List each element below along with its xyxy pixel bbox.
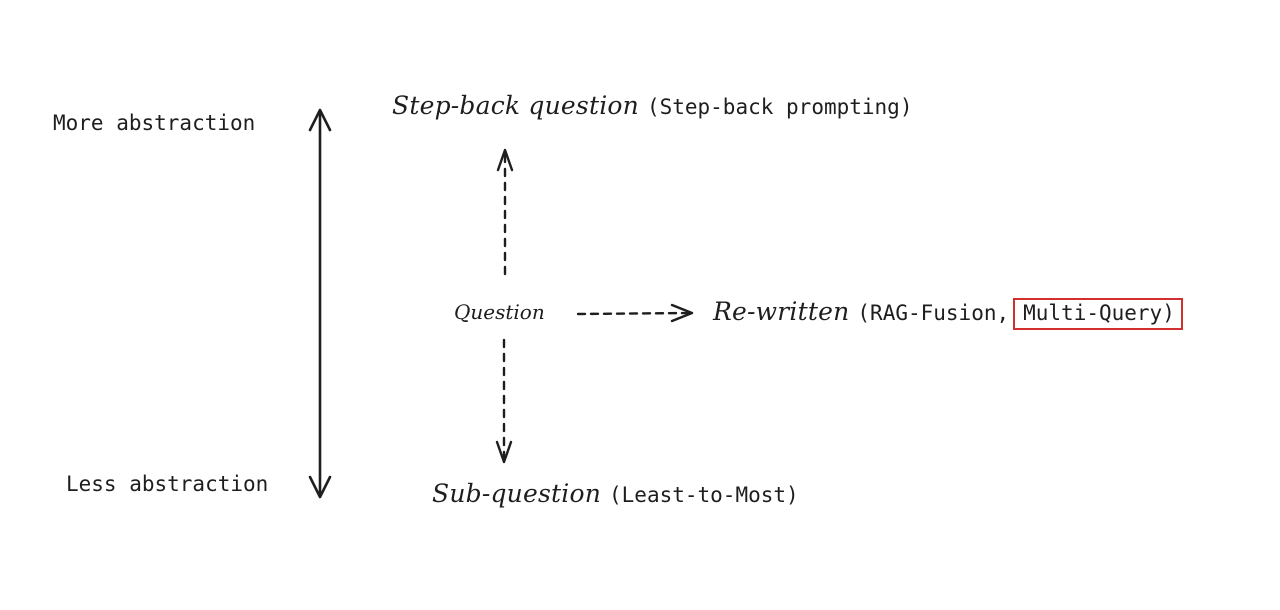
step-back-method: (Step-back prompting) xyxy=(646,95,913,119)
question-node: Question xyxy=(454,302,545,323)
abstraction-axis-arrow xyxy=(308,108,332,499)
rewritten-title: Re-written xyxy=(713,297,850,326)
abstraction-axis-head-down xyxy=(308,475,332,499)
sub-question-node: Sub-question (Least-to-Most) xyxy=(432,481,799,506)
rewritten-method-prefix: (RAG-Fusion, xyxy=(857,301,1010,325)
step-back-node: Step-back question (Step-back prompting) xyxy=(392,93,912,118)
sub-question-title: Sub-question xyxy=(432,479,602,508)
multi-query-highlight: Multi-Query) xyxy=(1013,298,1183,330)
arrow-to-rewritten xyxy=(576,303,694,323)
step-back-title: Step-back question xyxy=(392,91,639,120)
abstraction-axis-head-up xyxy=(308,108,332,132)
sub-question-method: (Least-to-Most) xyxy=(609,483,799,507)
more-abstraction-label: More abstraction xyxy=(53,111,256,135)
less-abstraction-label: Less abstraction xyxy=(66,472,269,496)
rewritten-node: Re-written (RAG-Fusion,Multi-Query) xyxy=(713,298,1183,330)
arrow-to-sub-question xyxy=(495,338,513,464)
arrow-to-step-back xyxy=(496,148,514,276)
question-title: Question xyxy=(454,300,545,324)
